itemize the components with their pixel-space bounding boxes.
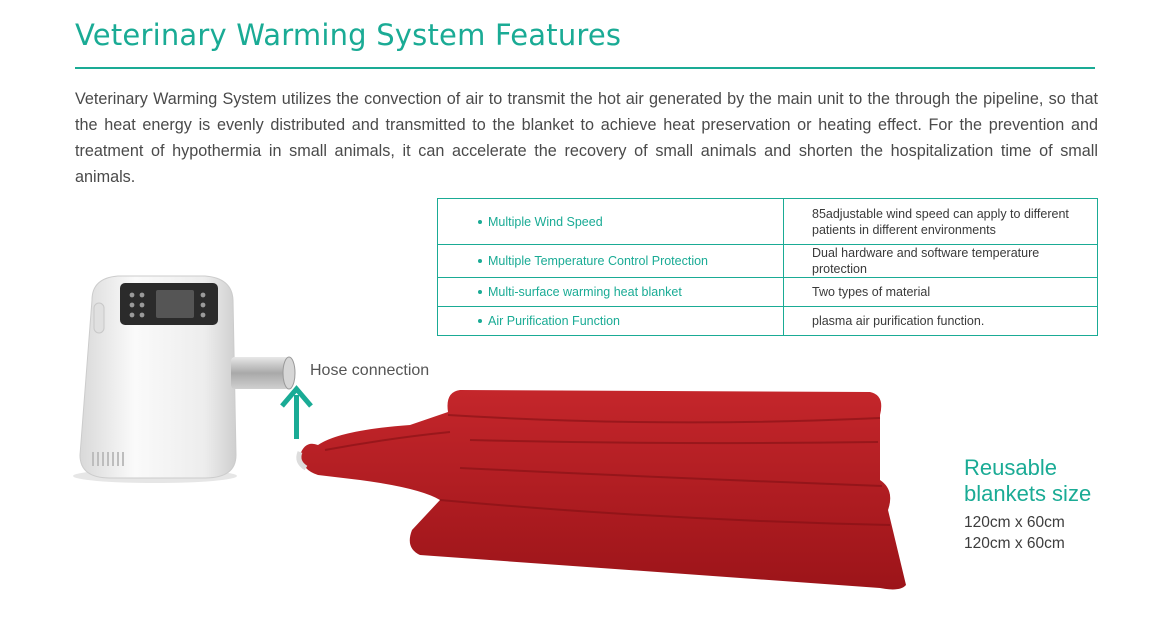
bullet-icon [478,259,482,263]
intro-paragraph: Veterinary Warming System utilizes the c… [75,90,1098,186]
arrow-up-icon [280,385,313,439]
feature-desc: Dual hardware and software temperature p… [783,244,1098,278]
blanket-size-item: 120cm x 60cm [964,514,1065,531]
title-divider [75,67,1095,69]
warming-unit [73,275,237,483]
feature-name: Multiple Wind Speed [437,198,784,245]
blanket-size-list: 120cm x 60cm 120cm x 60cm [964,512,1065,554]
page-title: Veterinary Warming System Features [75,18,622,52]
display-screen [156,290,194,318]
hose-connection-label: Hose connection [310,362,430,379]
hose-connector [231,356,296,390]
bullet-icon [478,319,482,323]
table-row: Air Purification Function plasma air pur… [437,306,1098,336]
feature-desc: 85adjustable wind speed can apply to dif… [783,198,1098,245]
feature-name: Multiple Temperature Control Protection [437,244,784,278]
bullet-icon [478,219,482,224]
blanket-size-item: 120cm x 60cm [964,535,1065,552]
feature-name: Air Purification Function [437,306,784,336]
table-row: Multiple Wind Speed 85adjustable wind sp… [437,198,1098,245]
features-table: Multiple Wind Speed 85adjustable wind sp… [437,198,1098,336]
bullet-icon [478,290,482,294]
feature-desc: plasma air purification function. [783,306,1098,336]
blanket-size-title: Reusable blankets size [964,455,1092,506]
table-row: Multiple Temperature Control Protection … [437,244,1098,278]
warming-blanket [296,390,906,590]
